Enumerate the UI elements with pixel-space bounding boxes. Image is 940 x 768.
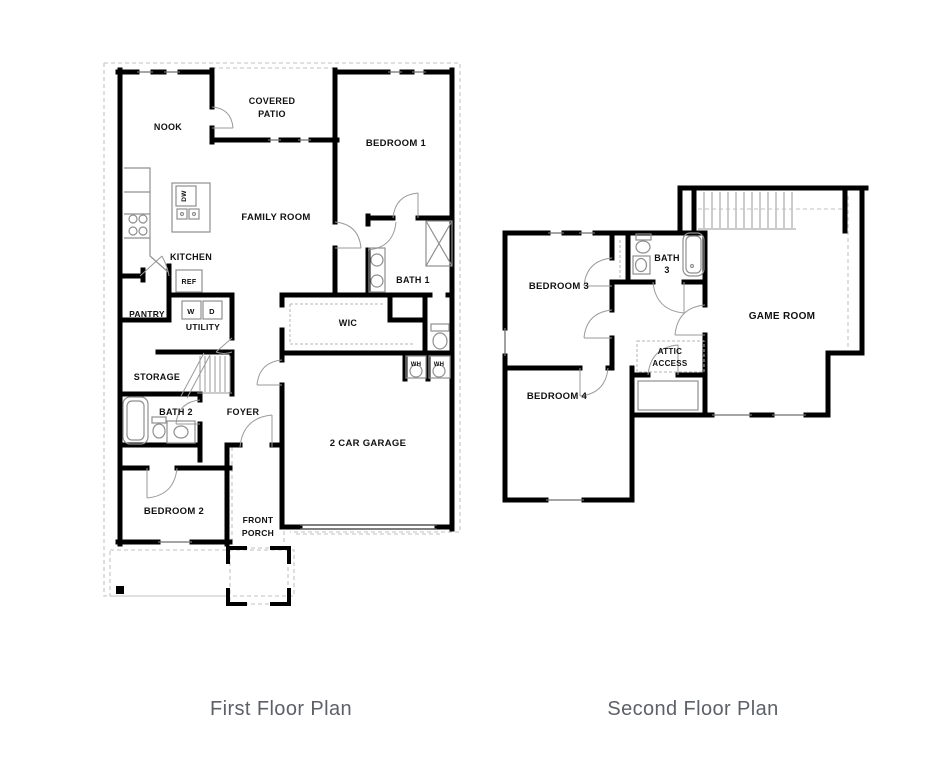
room-label-bedroom1: BEDROOM 1 [366, 138, 427, 149]
wic-shelving [289, 303, 414, 345]
second-floor-plan: BEDROOM 3 BATH 3 GAME ROOM ATTIC ACCESS … [502, 185, 869, 503]
double-vanity [368, 247, 386, 293]
room-label-kitchen: KITCHEN [170, 252, 212, 262]
room-label-pantry: PANTRY [129, 309, 165, 319]
room-label-storage: STORAGE [134, 372, 180, 382]
garage-door [300, 524, 437, 530]
label-washer: W [187, 307, 195, 316]
bath2-fixtures [122, 396, 196, 445]
room-label-attic-2: ACCESS [652, 359, 688, 368]
bathtub-icon [122, 396, 149, 445]
washer-box [181, 300, 202, 320]
second-floor-stairs [698, 192, 849, 350]
sink-icon [166, 420, 196, 444]
second-floor-labels: BEDROOM 3 BATH 3 GAME ROOM ATTIC ACCESS … [527, 253, 815, 402]
room-label-bath1: BATH 1 [396, 275, 430, 285]
sink-icon [632, 255, 651, 275]
room-label-attic-1: ATTIC [658, 347, 682, 356]
first-floor-walls [115, 67, 455, 547]
label-water-heater-2: WH [434, 362, 445, 368]
room-label-garage: 2 CAR GARAGE [330, 438, 406, 449]
room-label-bedroom3: BEDROOM 3 [529, 281, 589, 292]
room-label-utility: UTILITY [186, 322, 220, 332]
label-water-heater-1: WH [411, 362, 422, 368]
label-dishwasher: DW [181, 190, 188, 202]
kitchen-island [171, 182, 211, 233]
room-label-game-room: GAME ROOM [749, 311, 816, 322]
first-floor-plan: NOOK COVERED PATIO BEDROOM 1 FAMILY ROOM… [103, 62, 461, 606]
room-label-foyer: FOYER [227, 407, 260, 417]
refrigerator-box [175, 269, 203, 293]
bath1-fixtures [368, 220, 453, 350]
room-label-bedroom4: BEDROOM 4 [527, 391, 588, 402]
toilet-icon [635, 233, 652, 254]
water-heater-closet [405, 355, 451, 379]
room-label-covered-patio-1: COVERED [249, 96, 296, 106]
room-label-front-porch-2: PORCH [242, 528, 274, 538]
room-label-wic: WIC [339, 318, 358, 328]
toilet-icon [430, 323, 450, 350]
toilet-icon [151, 416, 167, 439]
room-label-bedroom2: BEDROOM 2 [144, 506, 204, 517]
second-floor-windows [504, 232, 806, 501]
label-refrigerator: REF [182, 279, 197, 286]
label-dryer: D [209, 307, 215, 316]
second-floor-doors [579, 257, 706, 397]
first-floor-caption: First Floor Plan [210, 698, 352, 720]
room-label-family-room: FAMILY ROOM [241, 212, 310, 223]
second-floor-walls [502, 185, 869, 503]
room-label-front-porch-1: FRONT [243, 515, 274, 525]
dryer-box [202, 300, 223, 320]
room-label-nook: NOOK [154, 122, 182, 132]
bathtub-icon [682, 232, 705, 277]
room-label-bath2: BATH 2 [159, 407, 193, 417]
room-label-bath3-1: BATH [654, 253, 680, 263]
first-floor-labels: NOOK COVERED PATIO BEDROOM 1 FAMILY ROOM… [129, 96, 444, 538]
shower-icon [425, 220, 453, 267]
second-floor-caption: Second Floor Plan [607, 698, 779, 720]
dishwasher-icon [175, 185, 197, 207]
hall-closet-shelving [637, 380, 699, 411]
room-label-bath3-2: 3 [664, 265, 669, 275]
bath3-fixtures [632, 232, 705, 277]
first-floor-doors [139, 106, 419, 499]
kitchen-counter [124, 167, 169, 273]
island-sink-icon [176, 208, 200, 220]
cooktop-icon [128, 214, 148, 236]
porch-posts [226, 546, 291, 606]
first-floor-windows [137, 71, 437, 543]
room-label-covered-patio-2: PATIO [258, 109, 286, 119]
patio-post [116, 586, 124, 594]
first-floor-stairs [180, 352, 232, 399]
attic-access-hatch [636, 340, 705, 373]
